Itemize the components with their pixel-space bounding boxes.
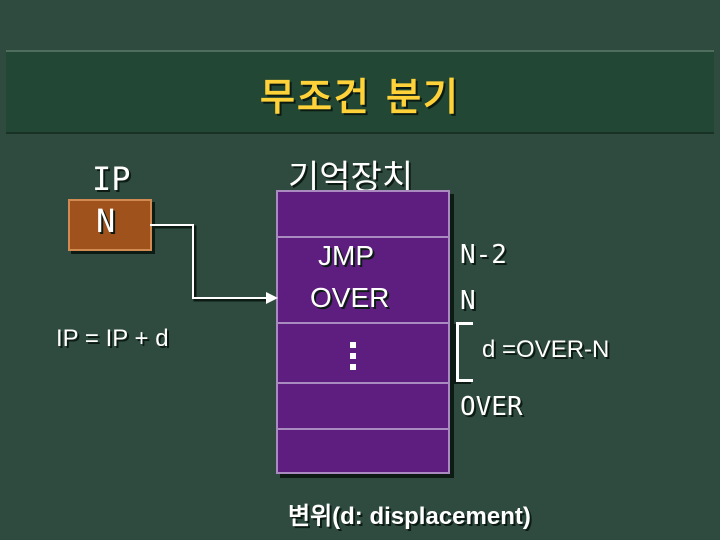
- ip-register-box: [68, 199, 152, 251]
- displacement-formula: d =OVER-N: [482, 336, 610, 363]
- ip-register-label: IP: [92, 160, 131, 198]
- memory-row-divider: [278, 428, 448, 430]
- address-n: N: [460, 286, 476, 316]
- title-band: [6, 50, 714, 134]
- memory-row-divider: [278, 322, 448, 324]
- displacement-caption: 변위(d: displacement): [288, 503, 531, 530]
- memory-block: [276, 190, 450, 474]
- displacement-bracket: [456, 322, 473, 382]
- ip-register-value: N: [96, 202, 116, 240]
- ip-update-formula: IP = IP + d: [56, 325, 169, 352]
- ellipsis-dots: [350, 342, 356, 376]
- address-n-minus-2: N-2: [460, 240, 507, 270]
- memory-row-divider: [278, 236, 448, 238]
- slide-title: 무조건 분기: [259, 75, 461, 119]
- address-over: OVER: [460, 392, 523, 422]
- memory-jmp-operand: OVER: [310, 282, 390, 313]
- memory-row-divider: [278, 382, 448, 384]
- memory-jmp-instruction: JMP: [318, 240, 374, 271]
- arrow-head-icon: [266, 292, 278, 304]
